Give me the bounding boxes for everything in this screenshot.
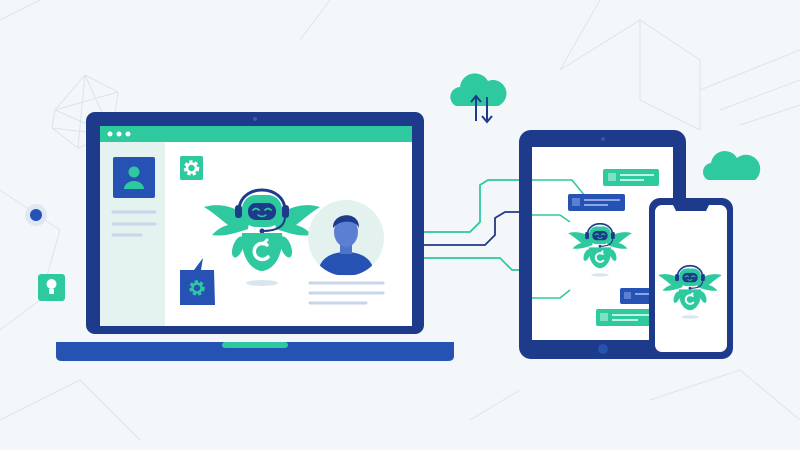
status-dot-icon [25, 204, 47, 226]
laptop-trackpad-notch [222, 342, 288, 348]
gear-icon[interactable] [180, 156, 203, 180]
user-profile-card[interactable] [113, 157, 155, 198]
lightbulb-icon [38, 274, 65, 301]
cloud-sync-icon [450, 73, 507, 124]
smartphone [649, 198, 733, 359]
window-controls[interactable] [107, 131, 131, 137]
laptop-base [56, 342, 454, 361]
chat-settings-bubble[interactable] [180, 258, 215, 305]
webcam-icon [253, 117, 257, 121]
person-avatar [308, 200, 384, 276]
chat-text-lines [308, 281, 385, 305]
message-bubble[interactable] [568, 194, 625, 211]
phone-notch [673, 205, 709, 211]
sidebar-text-lines [111, 210, 157, 237]
laptop [56, 112, 454, 361]
message-bubble[interactable] [596, 309, 656, 326]
tablet-home-button[interactable] [598, 344, 608, 354]
cloud-icon [703, 150, 761, 180]
window-title-bar [100, 126, 412, 142]
message-bubble[interactable] [603, 169, 659, 186]
